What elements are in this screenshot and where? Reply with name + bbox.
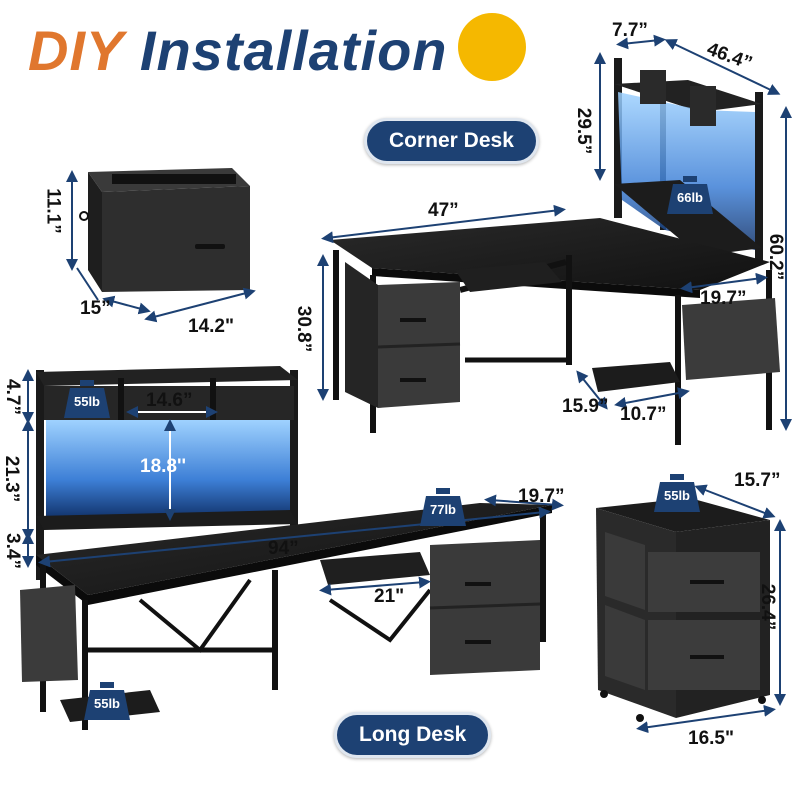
corner-inner-width-dimension: 19.7” (700, 288, 747, 309)
shelf-height-dimension: 4.7” (1, 379, 23, 415)
stand-weight: 55lb (93, 696, 120, 711)
shelf-width-dimension: 14.6” (146, 390, 193, 411)
filing-cabinet (596, 498, 770, 722)
weight-icon: 66lb (665, 172, 715, 216)
stand-width-dimension: 10.7” (620, 404, 667, 425)
corner-width-dimension: 47” (428, 200, 459, 221)
corner-desk-dimension-lines (317, 34, 792, 431)
hutch-depth-dimension: 7.7” (612, 20, 648, 41)
corner-desk (330, 58, 780, 445)
cabinet-height-dimension: 26.4” (757, 583, 779, 631)
drawer-height-dimension: 11.1” (42, 188, 64, 234)
cabinet-dimension-lines (636, 484, 786, 734)
keyboard-width-dimension: 21" (374, 586, 405, 607)
long-width-dimension: 94” (268, 538, 299, 559)
title-diy: DIY (28, 19, 124, 82)
page-title: DIY Installation (28, 18, 448, 83)
weight-icon: 55lb (82, 678, 132, 722)
long-hutch-weight: 55lb (73, 394, 100, 409)
base-gap-dimension: 3.4” (1, 533, 23, 569)
cabinet-weight: 55lb (663, 488, 690, 503)
title-installation: Installation (139, 19, 448, 82)
drawer-width-dimension: 14.2" (188, 316, 234, 337)
drawer-depth-dimension: 15” (80, 298, 111, 319)
corner-height-dimension: 30.8” (293, 305, 315, 353)
long-desk-label: Long Desk (334, 712, 492, 758)
hutch-space-dimension: 18.8'' (140, 456, 187, 477)
weight-icon: 77lb (418, 484, 468, 528)
corner-hutch-weight: 66lb (676, 190, 703, 205)
corner-desk-label: Corner Desk (364, 118, 539, 164)
weight-icon: 55lb (62, 376, 112, 420)
weight-icon: 55lb (652, 470, 702, 514)
long-depth-dimension: 19.7” (518, 486, 565, 507)
hutch-upper-dimension: 29.5” (573, 107, 595, 155)
long-desk-weight: 77lb (429, 502, 456, 517)
fabric-drawer (79, 168, 250, 292)
title-accent-circle (458, 13, 526, 81)
stand-depth-dimension: 15.9” (562, 396, 609, 417)
cabinet-depth-dimension: 15.7” (734, 470, 781, 491)
hutch-lower-dimension: 21.3” (1, 455, 23, 503)
cabinet-width-dimension: 16.5" (688, 728, 734, 749)
drawer-dimension-lines (66, 170, 256, 323)
hutch-total-dimension: 60.2” (765, 233, 787, 281)
